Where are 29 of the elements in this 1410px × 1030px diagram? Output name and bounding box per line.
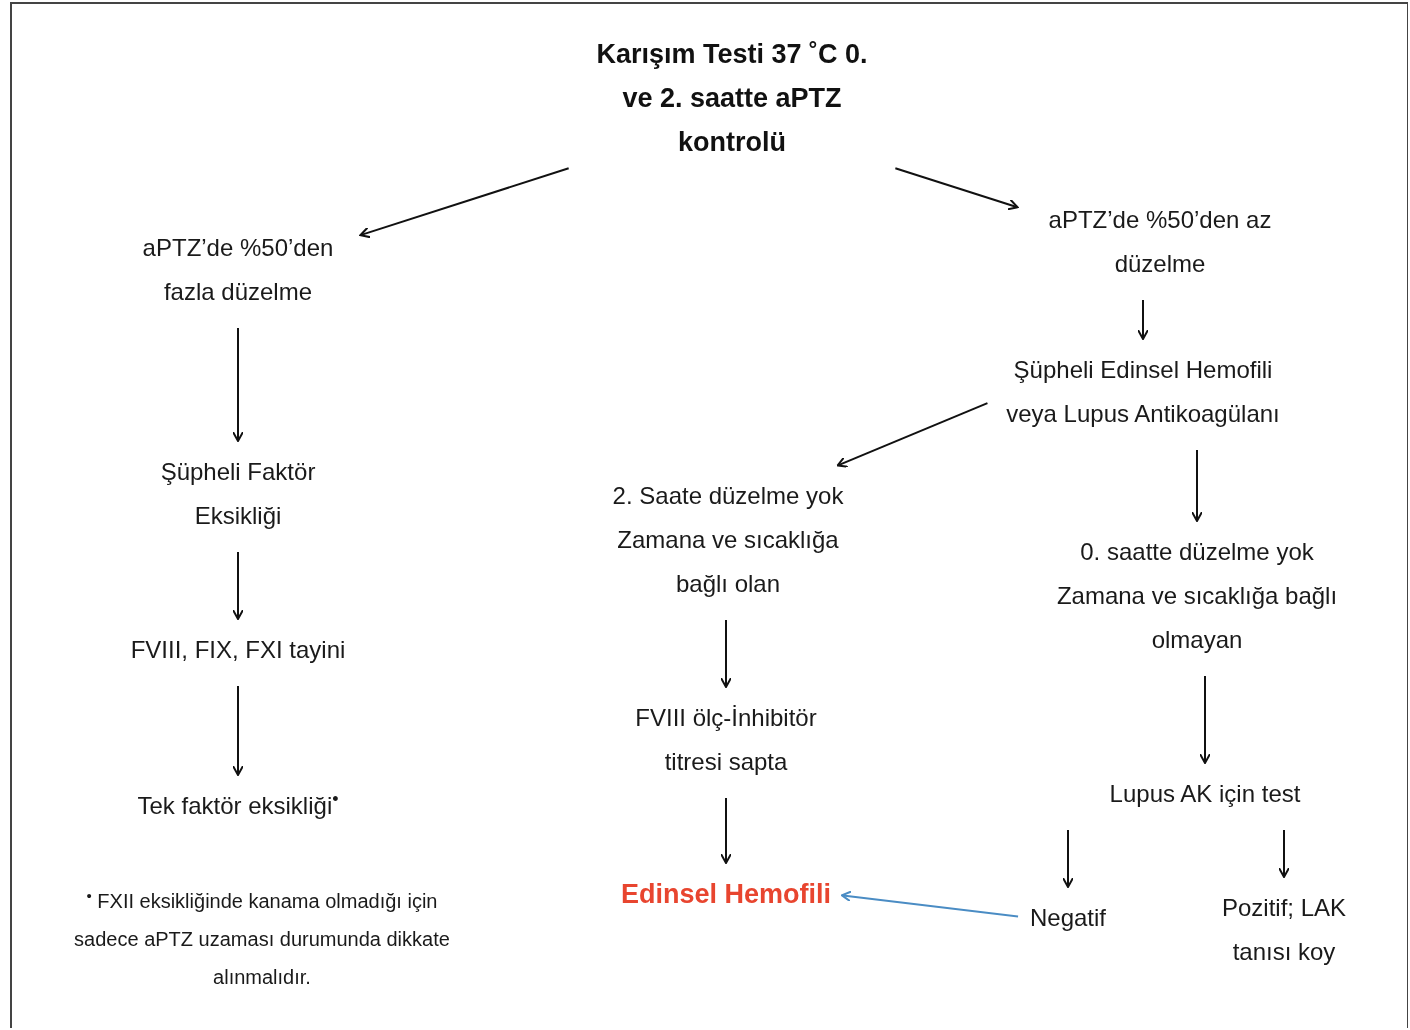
heading-text: Karışım Testi 37 ˚C 0. ve 2. saatte aPTZ kontrolü [582,32,882,164]
arrow [840,890,1020,918]
footnote: $^{•}$ FXII eksikliğinde kanama olmadığı için sadece aPTZ uzaması durumunda dikkate alınmalıdır. [73,885,451,990]
step-text: aPTZ’de %50’den az düzelme [1030,198,1290,286]
arrow [1137,299,1149,340]
step-text: Lupus AK için test [1109,772,1301,816]
arrow [1278,829,1290,878]
arrow [359,167,570,239]
arrow [720,619,732,688]
arrow [894,167,1019,211]
arrow [232,685,244,776]
step-text: aPTZ’de %50’den fazla düzelme [128,226,348,314]
step-text: 2. Saate düzelme yok Zamana ve sıcaklığa bağlı olan [603,474,853,606]
arrow [836,402,989,468]
step-text: Negatif [1030,896,1106,940]
arrow [232,551,244,620]
step-text: Tek faktör eksikliği$^{•}$ [137,784,339,828]
arrow [232,327,244,442]
result-text: Edinsel Hemofili [621,872,831,916]
arrow [1199,675,1211,764]
step-text: FVIII, FIX, FXI tayini [130,628,346,672]
arrow [1062,829,1074,888]
step-text: FVIII ölç-İnhibitör titresi sapta [606,696,846,784]
arrow [1191,449,1203,522]
step-text: Şüpheli Faktör Eksikliği [118,450,358,538]
arrow [720,797,732,864]
step-text: 0. saatte düzelme yok Zamana ve sıcaklığa bağlı olmayan [1047,530,1347,662]
step-text: Pozitif; LAK tanısı koy [1221,886,1347,974]
step-text: Şüpheli Edinsel Hemofili veya Lupus Antikoagülanı [993,348,1293,436]
